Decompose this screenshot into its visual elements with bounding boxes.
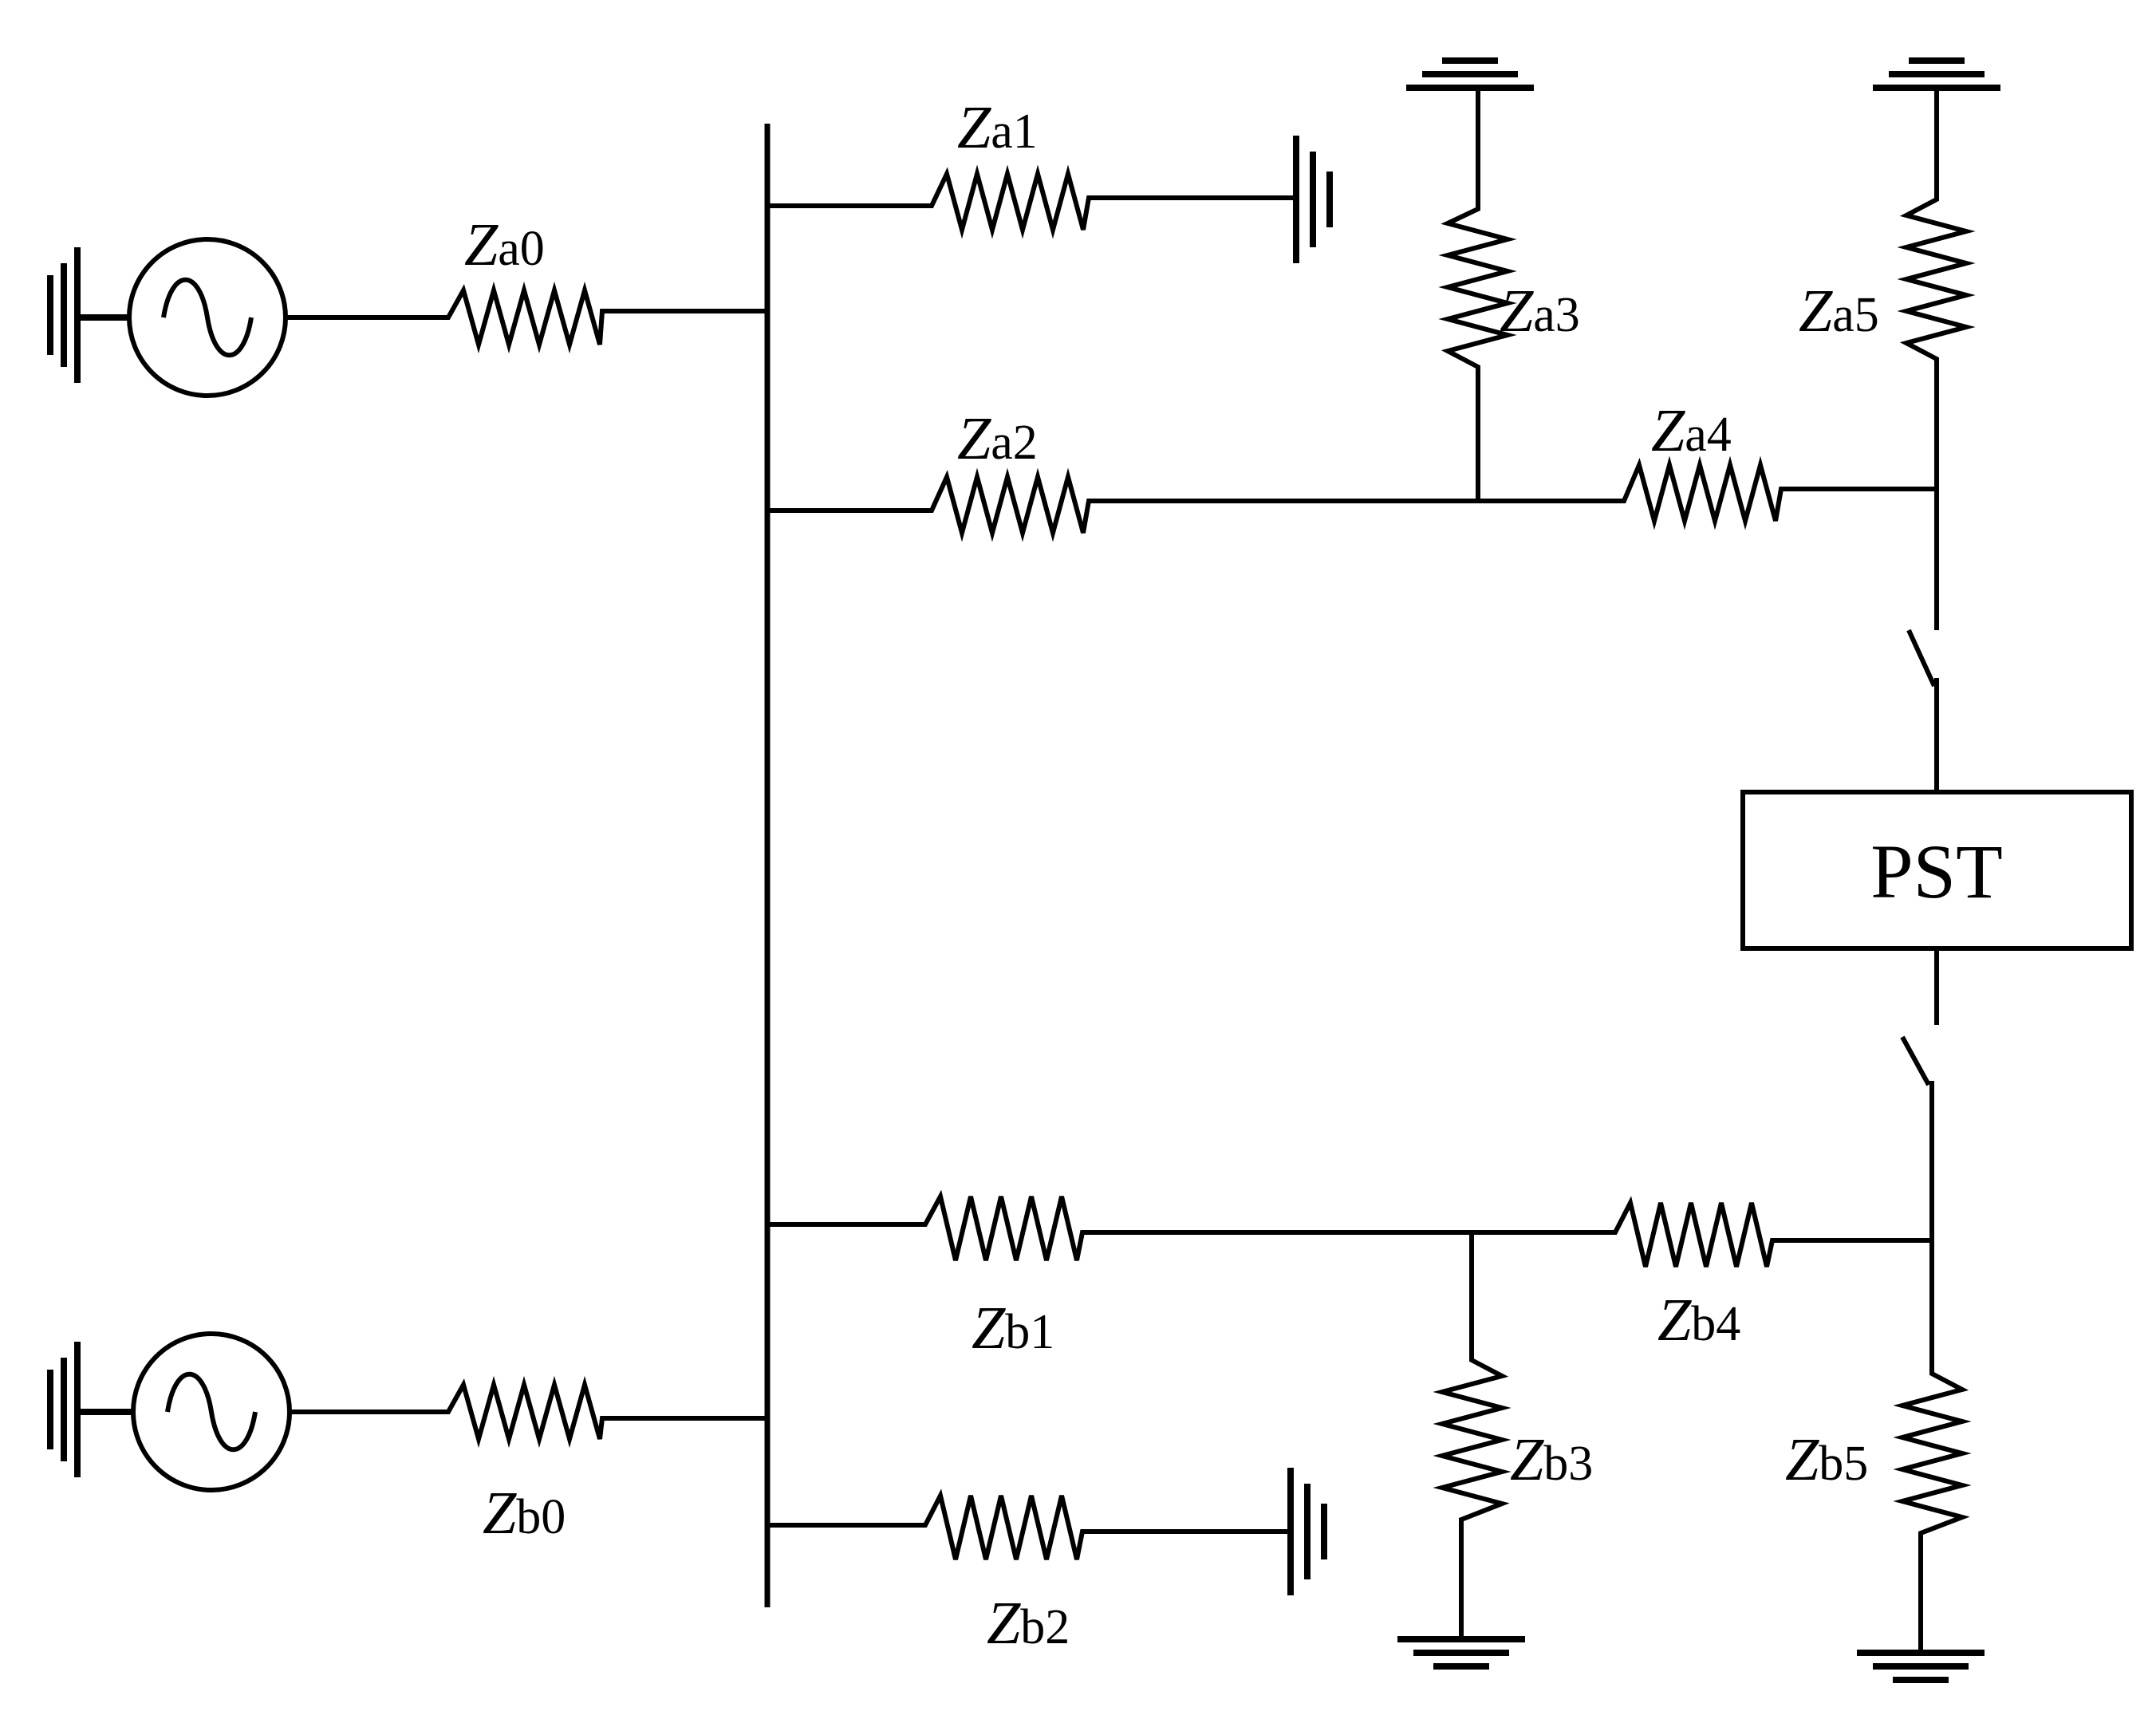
wire-zb5: [1893, 1240, 1972, 1653]
ground-zb5-icon: [1857, 1650, 1985, 1683]
label-zb4: Zb4: [1657, 1287, 1740, 1354]
label-za5: Za5: [1799, 278, 1879, 345]
label-zb0: Zb0: [483, 1480, 566, 1547]
wire-zb1: [767, 1189, 1472, 1261]
sine-wave-a-icon: [161, 278, 254, 357]
label-za2: Za2: [957, 405, 1038, 472]
label-zb1: Zb1: [972, 1295, 1054, 1362]
wire-za1: [767, 164, 1296, 239]
wire-zb4: [1472, 1196, 1932, 1268]
ground-zb2-icon: [1287, 1468, 1327, 1595]
upper-switch: [1906, 629, 1939, 792]
label-za0: Za0: [464, 211, 545, 278]
pst-label: PST: [1870, 829, 2002, 914]
ground-za1-icon: [1293, 136, 1333, 263]
wire-za4: [1478, 455, 1937, 530]
generator-b: [47, 1331, 292, 1492]
wire-za0: [286, 281, 767, 354]
label-za3: Za3: [1500, 278, 1580, 345]
wire-za2: [767, 467, 1478, 542]
generator-a: [47, 237, 288, 398]
wire-zb2: [767, 1488, 1291, 1560]
label-zb3: Zb3: [1510, 1426, 1593, 1493]
ground-zb3-icon: [1397, 1636, 1525, 1670]
wire-zb0: [290, 1375, 767, 1449]
ground-gen-a-icon: [47, 247, 132, 383]
sine-wave-b-icon: [165, 1372, 258, 1452]
ground-gen-b-icon: [47, 1342, 134, 1477]
lower-switch: [1900, 948, 1939, 1240]
wire-zb3: [1433, 1232, 1512, 1639]
ground-za5-icon: [1873, 57, 2000, 91]
wire-za5: [1897, 88, 1976, 630]
label-zb5: Zb5: [1785, 1426, 1868, 1493]
ground-za3-icon: [1406, 57, 1534, 91]
label-za1: Za1: [957, 94, 1038, 161]
label-zb2: Zb2: [987, 1590, 1070, 1657]
wire-za3: [1438, 88, 1517, 501]
label-za4: Za4: [1651, 397, 1732, 464]
